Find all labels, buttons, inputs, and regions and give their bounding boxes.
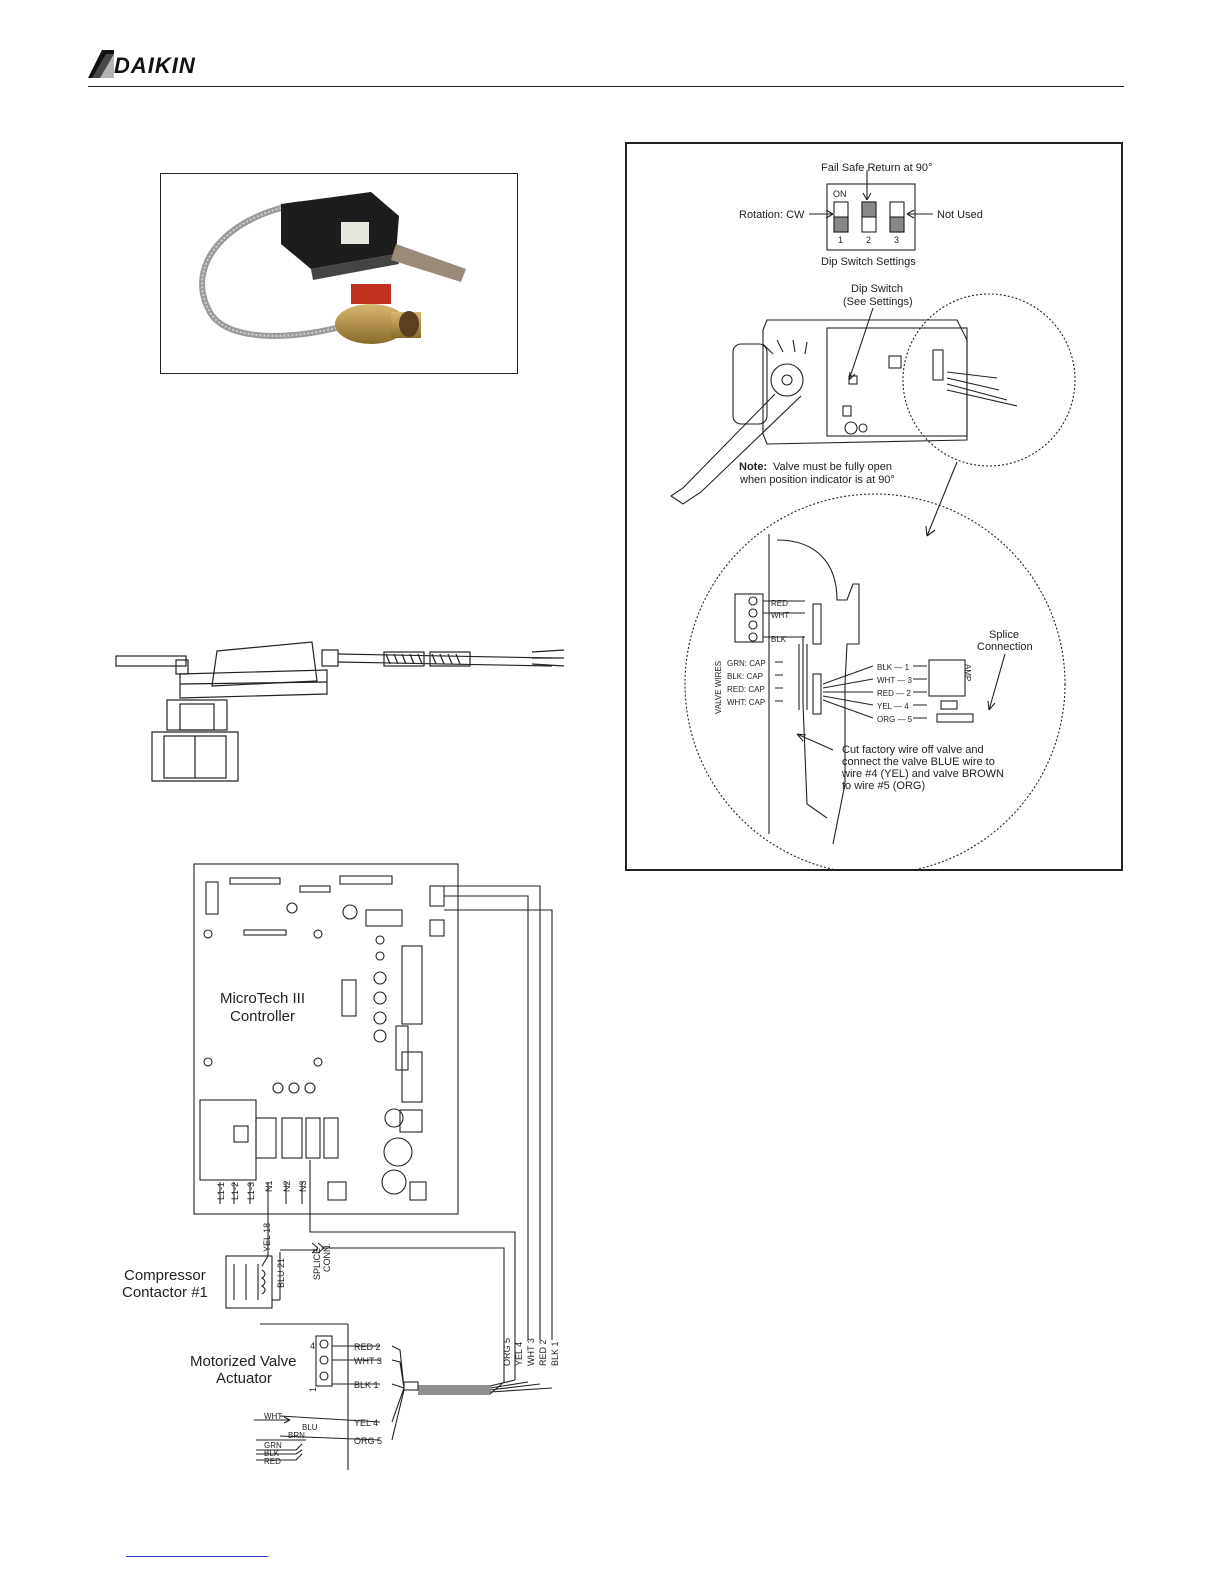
actuator-wire-blk: BLK 1 xyxy=(354,1380,379,1390)
footer-link-underline[interactable] xyxy=(126,1556,268,1557)
dip-switch-diagram: Fail Safe Return at 90° ON Rotation: CW … xyxy=(625,142,1123,875)
daikin-logo-mark-icon xyxy=(88,50,114,78)
term-wire-blk: BLK xyxy=(771,635,787,644)
daikin-logo: DAIKIN xyxy=(88,50,228,82)
dip-num-1: 1 xyxy=(838,235,843,245)
actuator-wire-yel: YEL 4 xyxy=(354,1418,378,1428)
amp-label: AMP xyxy=(963,664,972,681)
terminal-n1: N1 xyxy=(264,1180,274,1192)
wire-yel-18: YEL 18 xyxy=(262,1223,272,1252)
compressor-label-2: Contactor #1 xyxy=(122,1284,208,1301)
term-wire-wht: WHT xyxy=(771,611,789,620)
dip-switch-label-2: (See Settings) xyxy=(843,296,913,308)
actuator-term-4: 4 xyxy=(310,1341,315,1351)
terminal-l1-1: L1-1 xyxy=(216,1182,226,1200)
header-rule xyxy=(88,86,1124,87)
splice-label-2: CONN. xyxy=(322,1243,332,1272)
brand-name: DAIKIN xyxy=(114,53,196,78)
controller-label-2: Controller xyxy=(230,1008,295,1025)
note-bold: Note: xyxy=(739,461,767,473)
dip-num-2: 2 xyxy=(866,235,871,245)
valve-lead-grn: GRN xyxy=(264,1441,282,1450)
bundle-blk-1: BLK 1 xyxy=(550,1341,560,1366)
wiring-schematic: MicroTech III Controller Compressor Cont… xyxy=(122,863,560,1470)
cap-wht: WHT: CAP xyxy=(727,698,765,707)
dip-switch-label-1: Dip Switch xyxy=(851,283,903,295)
terminal-l1-3: L1-3 xyxy=(246,1182,256,1200)
actuator-wire-org: ORG 5 xyxy=(354,1436,382,1446)
cap-grn: GRN: CAP xyxy=(727,659,766,668)
valve-wires-title: VALVE WIRES xyxy=(714,661,723,714)
dip-on-label: ON xyxy=(833,189,847,199)
term-wire-red: RED xyxy=(771,599,788,608)
actuator-term-1: 1 xyxy=(308,1387,318,1392)
terminal-n2: N2 xyxy=(282,1180,292,1192)
cap-red: RED: CAP xyxy=(727,685,765,694)
cut-note-3: wire #4 (YEL) and valve BROWN xyxy=(841,768,1004,780)
controller-label-1: MicroTech III xyxy=(220,990,305,1007)
valve-lead-blk: BLK xyxy=(264,1449,280,1458)
rotation-label: Rotation: CW xyxy=(739,209,805,221)
bundle-red-2: RED 2 xyxy=(538,1339,548,1366)
fail-safe-label: Fail Safe Return at 90° xyxy=(821,162,932,174)
wire-blu-21: BLU 21 xyxy=(276,1258,286,1288)
lead-wht-3: WHT — 3 xyxy=(877,676,913,685)
dip-num-3: 3 xyxy=(894,235,899,245)
valve-lead-red: RED xyxy=(264,1457,281,1466)
lead-org-5: ORG — 5 xyxy=(877,715,913,724)
cut-note-4: to wire #5 (ORG) xyxy=(842,780,925,792)
cap-blk: BLK: CAP xyxy=(727,672,763,681)
cut-note-2: connect the valve BLUE wire to xyxy=(842,756,995,768)
splice-label-1: SPLICE xyxy=(312,1248,322,1280)
actuator-label-2: Actuator xyxy=(216,1370,272,1387)
terminal-l1-2: L1-2 xyxy=(230,1182,240,1200)
not-used-label: Not Used xyxy=(937,209,983,221)
bundle-org-5: ORG 5 xyxy=(502,1338,512,1366)
lead-red-2: RED — 2 xyxy=(877,689,911,698)
actuator-wiring-detail: Fail Safe Return at 90° ON Rotation: CW … xyxy=(670,162,1076,875)
lead-yel-4: YEL — 4 xyxy=(877,702,909,711)
terminal-n3: N3 xyxy=(298,1180,308,1192)
valve-lead-blu: BLU xyxy=(302,1423,318,1432)
controller-board xyxy=(193,863,459,1215)
splice-conn-2: Connection xyxy=(977,641,1033,653)
valve-photo xyxy=(160,173,518,374)
splice-conn-1: Splice xyxy=(989,629,1019,641)
note-text: Valve must be fully open xyxy=(773,461,892,473)
note-text-2: when position indicator is at 90° xyxy=(739,474,895,486)
cut-note-1: Cut factory wire off valve and xyxy=(842,744,984,756)
actuator-label-1: Motorized Valve xyxy=(190,1353,296,1370)
actuator-wire-red: RED 2 xyxy=(354,1342,381,1352)
valve-photo-illustration xyxy=(199,192,466,344)
valve-lead-wht: WHT xyxy=(264,1412,282,1421)
lead-blk-1: BLK — 1 xyxy=(877,663,910,672)
compressor-label-1: Compressor xyxy=(124,1267,206,1284)
actuator-wire-wht: WHT 3 xyxy=(354,1356,382,1366)
bundle-yel-4: YEL 4 xyxy=(514,1342,524,1366)
valve-actuator-drawing xyxy=(115,641,565,782)
dip-caption: Dip Switch Settings xyxy=(821,256,916,268)
valve-lead-brn: BRN xyxy=(288,1431,305,1440)
bundle-wht-3: WHT 3 xyxy=(526,1338,536,1366)
